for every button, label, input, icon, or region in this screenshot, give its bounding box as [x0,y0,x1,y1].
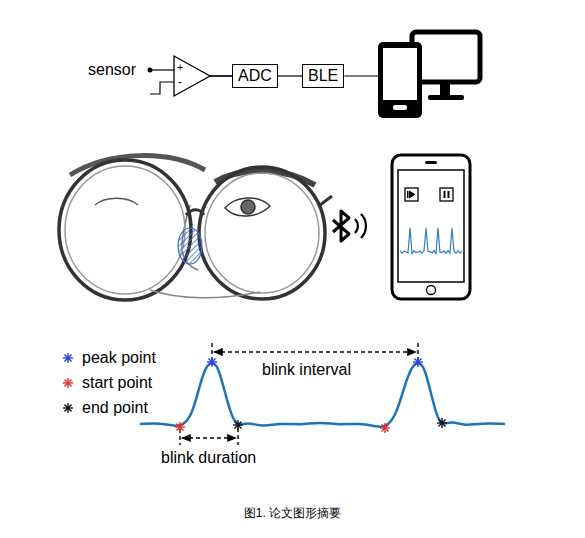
phone-icon [378,42,422,118]
bluetooth-symbol [333,211,366,241]
legend-text: end point [82,398,148,418]
wire [210,75,232,76]
interval-dimension [212,343,418,360]
block-label: BLE [308,67,338,84]
pin-label: - [178,76,182,90]
point-marker [63,378,73,388]
point-marker [63,403,73,413]
point-marker [413,357,423,367]
signal-label: sensor [88,61,136,79]
legend-item: start point [60,373,152,393]
duration-dimension [180,428,238,445]
smartphone [392,155,470,299]
point-marker [175,422,185,432]
legend-marker [60,350,76,366]
point-marker [207,357,217,367]
dimension-label: blink duration [161,449,256,467]
process-box: ADC [232,64,278,88]
signal-wire [278,75,302,76]
wire [150,69,174,70]
point-marker [233,420,243,430]
figure-caption: 图1. 论文图形摘要 [0,507,585,521]
wire [210,75,232,76]
monitor-icon [412,32,480,100]
glasses-illustration [59,156,332,300]
point-marker [63,353,73,363]
legend-text: start point [82,373,152,393]
block-label: ADC [238,67,272,84]
wire [344,75,378,76]
sensor-patch [178,228,202,264]
point-marker [437,418,447,428]
legend-item: end point [60,398,148,418]
legend-item: peak point [60,348,156,368]
dimension-label: blink interval [262,361,351,379]
legend-text: peak point [82,348,156,368]
process-box: BLE [302,64,344,88]
legend-marker [60,375,76,391]
opamp-symbol [174,56,210,96]
ground-wire [150,82,174,94]
pin-label: + [177,61,183,74]
point-marker [380,423,390,433]
legend-marker [60,400,76,416]
